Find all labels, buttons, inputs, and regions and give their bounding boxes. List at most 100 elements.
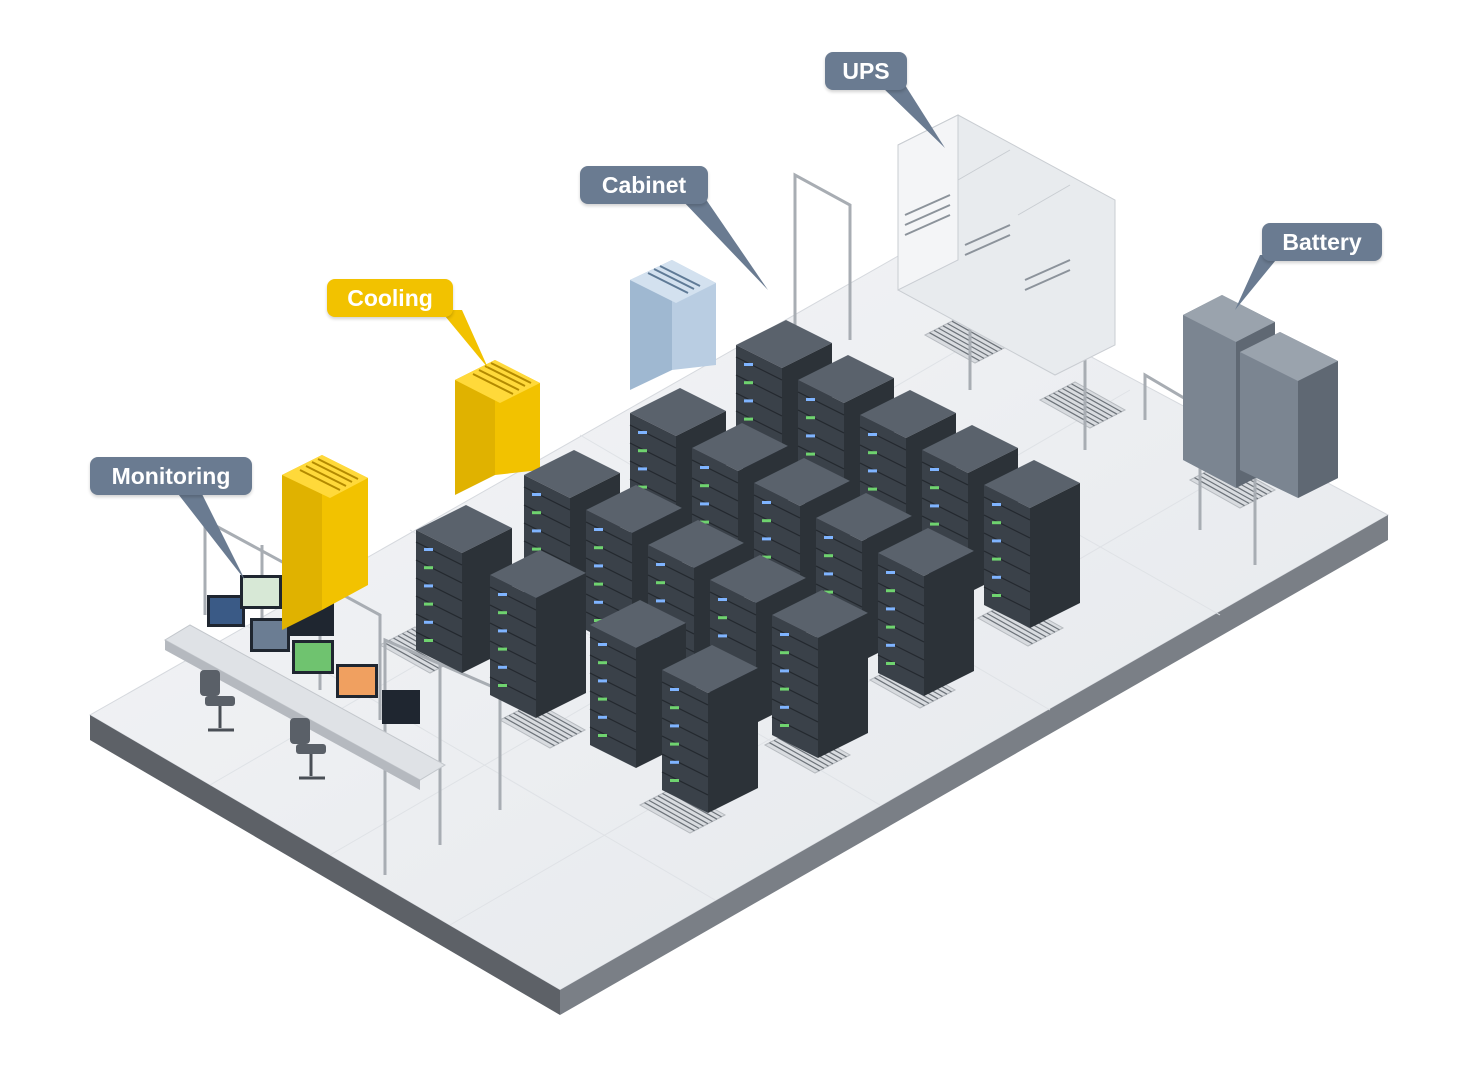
office-chair <box>200 670 235 732</box>
status-led-icon <box>424 584 433 588</box>
status-led-icon <box>806 398 815 401</box>
monitor <box>207 595 245 627</box>
status-led-icon <box>930 522 939 526</box>
status-led-icon <box>868 451 877 455</box>
status-led-icon <box>424 548 433 551</box>
status-led-icon <box>868 433 877 436</box>
status-led-icon <box>670 706 679 710</box>
status-led-icon <box>598 697 607 701</box>
status-led-icon <box>638 431 647 434</box>
status-led-icon <box>638 467 647 471</box>
status-led-icon <box>594 600 603 604</box>
server-cabinet <box>877 528 974 696</box>
server-cabinet <box>415 505 512 673</box>
status-led-icon <box>824 554 833 558</box>
ups-label-text: UPS <box>842 57 890 84</box>
status-led-icon <box>594 564 603 568</box>
status-led-icon <box>718 598 727 601</box>
status-led-icon <box>532 511 541 515</box>
status-led-icon <box>886 607 895 611</box>
status-led-icon <box>886 625 895 629</box>
status-led-icon <box>670 742 679 746</box>
status-led-icon <box>656 563 665 566</box>
status-led-icon <box>868 469 877 473</box>
status-led-icon <box>780 705 789 709</box>
status-led-icon <box>598 661 607 665</box>
status-led-icon <box>992 594 1001 597</box>
status-led-icon <box>806 416 815 420</box>
monitoring-label: Monitoring <box>90 457 252 495</box>
status-led-icon <box>930 468 939 471</box>
status-led-icon <box>670 688 679 691</box>
status-led-icon <box>670 760 679 764</box>
status-led-icon <box>598 643 607 646</box>
status-led-icon <box>718 634 727 638</box>
status-led-icon <box>498 684 507 687</box>
cooling-pointer <box>440 310 488 368</box>
server-cabinet <box>661 645 758 813</box>
status-led-icon <box>780 651 789 655</box>
server-cabinet <box>489 550 586 718</box>
status-led-icon <box>670 724 679 728</box>
status-led-icon <box>424 602 433 606</box>
floor-vent <box>638 786 727 834</box>
status-led-icon <box>532 493 541 496</box>
status-led-icon <box>700 502 709 506</box>
cabinet-label: Cabinet <box>580 166 708 204</box>
status-led-icon <box>656 581 665 585</box>
status-led-icon <box>424 639 433 642</box>
cooling-label-text: Cooling <box>347 284 433 311</box>
status-led-icon <box>700 466 709 469</box>
status-led-icon <box>780 687 789 691</box>
status-led-icon <box>424 566 433 570</box>
ups-label: UPS <box>825 52 907 90</box>
status-led-icon <box>598 734 607 737</box>
status-led-icon <box>868 487 877 491</box>
monitor <box>382 690 420 724</box>
status-led-icon <box>824 572 833 576</box>
status-led-icon <box>498 629 507 633</box>
status-led-icon <box>806 434 815 438</box>
status-led-icon <box>824 590 833 594</box>
status-led-icon <box>598 679 607 683</box>
status-led-icon <box>744 417 753 421</box>
status-led-icon <box>886 662 895 665</box>
status-led-icon <box>780 669 789 673</box>
status-led-icon <box>424 620 433 624</box>
monitor <box>250 618 290 652</box>
status-led-icon <box>670 779 679 782</box>
status-led-icon <box>744 381 753 385</box>
status-led-icon <box>886 571 895 574</box>
status-led-icon <box>594 619 603 622</box>
battery-label-text: Battery <box>1282 228 1362 255</box>
status-led-icon <box>806 452 815 456</box>
floor-vent <box>923 316 1012 364</box>
monitor <box>292 640 334 674</box>
status-led-icon <box>594 528 603 531</box>
cabinet-label-text: Cabinet <box>601 171 687 198</box>
battery-pointer <box>1235 255 1280 310</box>
status-led-icon <box>498 593 507 596</box>
status-led-icon <box>594 582 603 586</box>
monitor <box>336 664 378 698</box>
status-led-icon <box>886 589 895 593</box>
status-led-icon <box>762 519 771 523</box>
status-led-icon <box>656 599 665 603</box>
status-led-icon <box>886 643 895 647</box>
monitoring-pointer <box>175 490 245 580</box>
status-led-icon <box>780 724 789 727</box>
cooling-unit <box>455 360 540 495</box>
status-led-icon <box>744 363 753 366</box>
status-led-icon <box>762 555 771 559</box>
status-led-icon <box>498 611 507 615</box>
status-led-icon <box>744 399 753 403</box>
status-led-icon <box>762 537 771 541</box>
server-cabinet <box>771 590 868 758</box>
ups-system <box>897 114 1116 376</box>
monitoring-label-text: Monitoring <box>111 462 231 489</box>
status-led-icon <box>718 616 727 620</box>
status-led-icon <box>930 504 939 508</box>
status-led-icon <box>992 557 1001 561</box>
battery-cabinet <box>1240 332 1338 498</box>
